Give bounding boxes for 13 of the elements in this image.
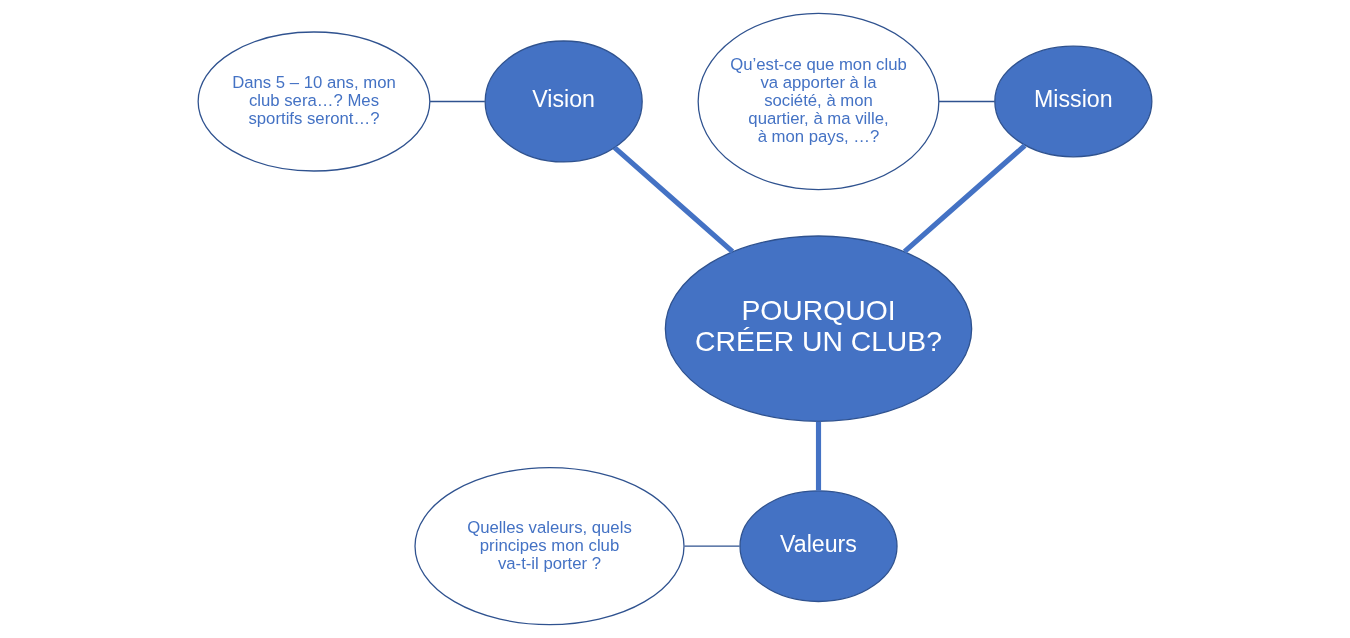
node-ellipse: Vision: [484, 40, 643, 163]
node-ellipse: Qu’est-ce que mon club va apporter à la société, à mon quartier, à ma ville, à mon pays, …?: [697, 12, 940, 191]
node-ellipse: Valeurs: [739, 490, 898, 603]
connector: [612, 145, 735, 254]
connector: [902, 143, 1027, 254]
connector: [815, 421, 822, 491]
connector: [429, 100, 486, 103]
connector: [683, 545, 741, 547]
node-ellipse: POURQUOI CRÉER UN CLUB?: [664, 235, 973, 422]
node-ellipse: Dans 5 – 10 ans, mon club sera…? Mes sportifs seront…?: [197, 31, 431, 172]
node-ellipse: Mission: [994, 45, 1153, 158]
node-ellipse: Quelles valeurs, quels principes mon club va-t-il porter ?: [414, 467, 685, 626]
connector: [938, 100, 996, 103]
